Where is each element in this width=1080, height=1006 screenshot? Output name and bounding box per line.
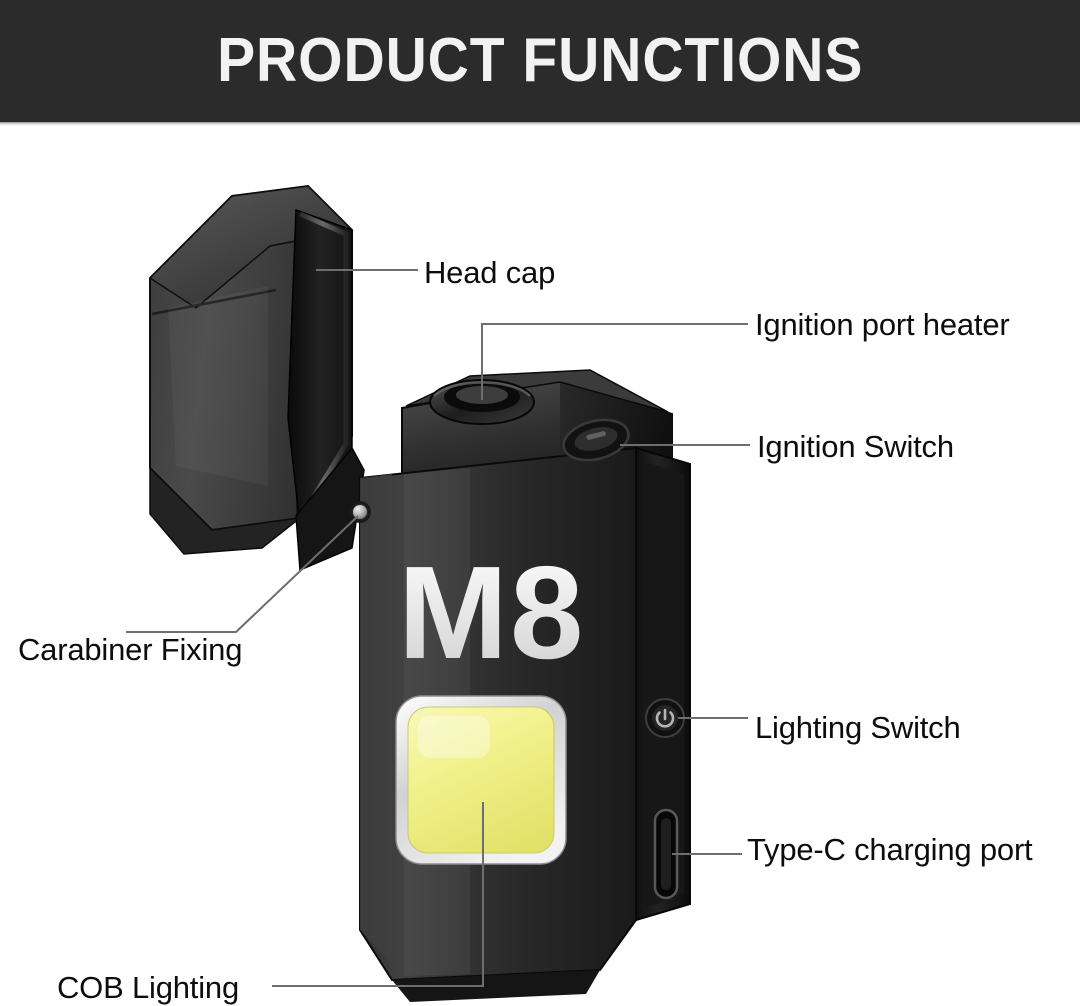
type-c-port-inner bbox=[661, 818, 671, 890]
carabiner-hinge-pin[interactable] bbox=[352, 504, 368, 520]
ignition-switch-part[interactable] bbox=[559, 414, 632, 467]
callout-label-lighting-switch: Lighting Switch bbox=[755, 710, 961, 745]
page-title: PRODUCT FUNCTIONS bbox=[216, 26, 864, 95]
body-right-groove bbox=[646, 462, 684, 908]
body-left-bevel bbox=[360, 474, 392, 964]
head-cap-sheen bbox=[168, 286, 268, 486]
lighting-switch-part[interactable] bbox=[645, 698, 685, 738]
header-bar: PRODUCT FUNCTIONS bbox=[0, 0, 1080, 122]
leader-ignition-port-heater bbox=[481, 323, 748, 400]
cob-panel-emitter[interactable] bbox=[407, 706, 555, 854]
callout-label-cob-lighting: COB Lighting bbox=[57, 970, 239, 1005]
body-bottom-chamfer bbox=[392, 970, 600, 1002]
callout-label-ignition-switch: Ignition Switch bbox=[757, 429, 954, 464]
header-drop-shadow bbox=[0, 122, 1080, 126]
cob-lighting-part[interactable] bbox=[395, 695, 567, 865]
leader-carabiner-fixing bbox=[126, 515, 359, 633]
ignition-switch-glyph bbox=[586, 431, 606, 440]
lighter-body-part bbox=[359, 369, 691, 1002]
head-cap-rim-highlight bbox=[299, 211, 349, 518]
cob-panel-glare bbox=[418, 716, 490, 758]
power-icon-arc bbox=[655, 711, 675, 728]
brand-marking-m8: M8 bbox=[398, 539, 585, 686]
head-cap-bottom-chamfer bbox=[149, 466, 303, 555]
callout-label-carabiner-fixing: Carabiner Fixing bbox=[18, 632, 243, 667]
callout-label-ignition-port-heater: Ignition port heater bbox=[755, 307, 1010, 342]
callout-label-head-cap: Head cap bbox=[424, 255, 556, 290]
leader-cob-lighting bbox=[272, 802, 484, 987]
ignition-switch-cap[interactable] bbox=[572, 423, 620, 455]
head-cap-part bbox=[148, 184, 365, 572]
callout-label-type-c-charging-port: Type-C charging port bbox=[747, 832, 1033, 867]
head-cap-seam bbox=[151, 288, 277, 316]
carabiner-fixing-part[interactable] bbox=[349, 501, 371, 523]
product-illustration: M8 bbox=[126, 184, 750, 1002]
leader-lines bbox=[126, 269, 750, 987]
